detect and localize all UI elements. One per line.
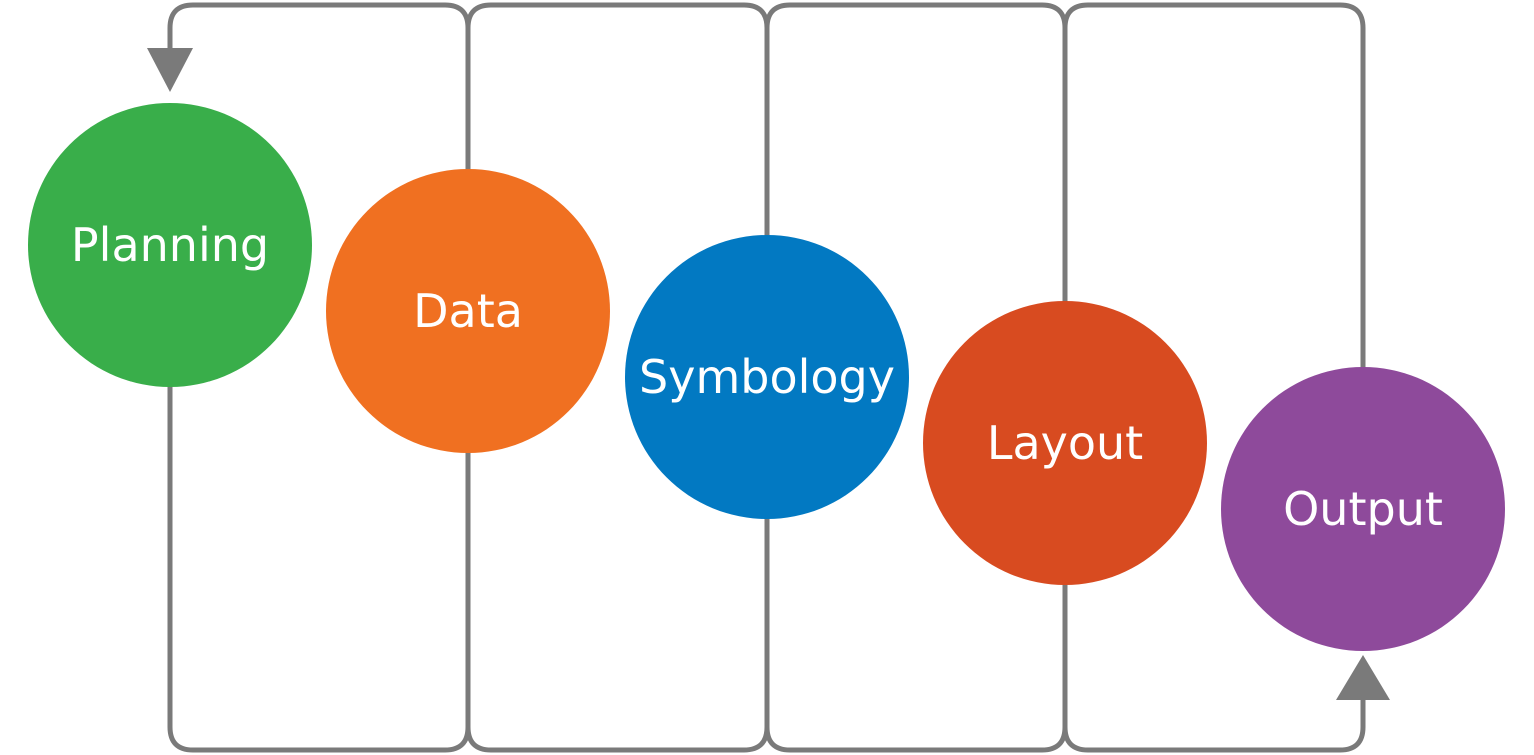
stage-circle: [1221, 367, 1505, 651]
stage-label-symbology: Symbology: [639, 350, 895, 404]
stage-symbology: Symbology: [625, 235, 909, 519]
stage-output: Output: [1221, 367, 1505, 651]
stage-label-layout: Layout: [987, 416, 1143, 470]
stage-circle: [923, 301, 1207, 585]
stage-circle: [625, 235, 909, 519]
arrow-down-icon: [147, 48, 193, 92]
stage-circle: [28, 103, 312, 387]
stage-planning: Planning: [28, 103, 312, 387]
stage-circle: [326, 169, 610, 453]
stage-label-planning: Planning: [71, 218, 269, 272]
stage-label-output: Output: [1283, 482, 1443, 536]
connector-loop-4: [1062, 2, 1366, 753]
stage-label-data: Data: [413, 284, 523, 338]
arrow-up-icon: [1336, 655, 1390, 700]
stage-layout: Layout: [923, 301, 1207, 585]
stage-data: Data: [326, 169, 610, 453]
